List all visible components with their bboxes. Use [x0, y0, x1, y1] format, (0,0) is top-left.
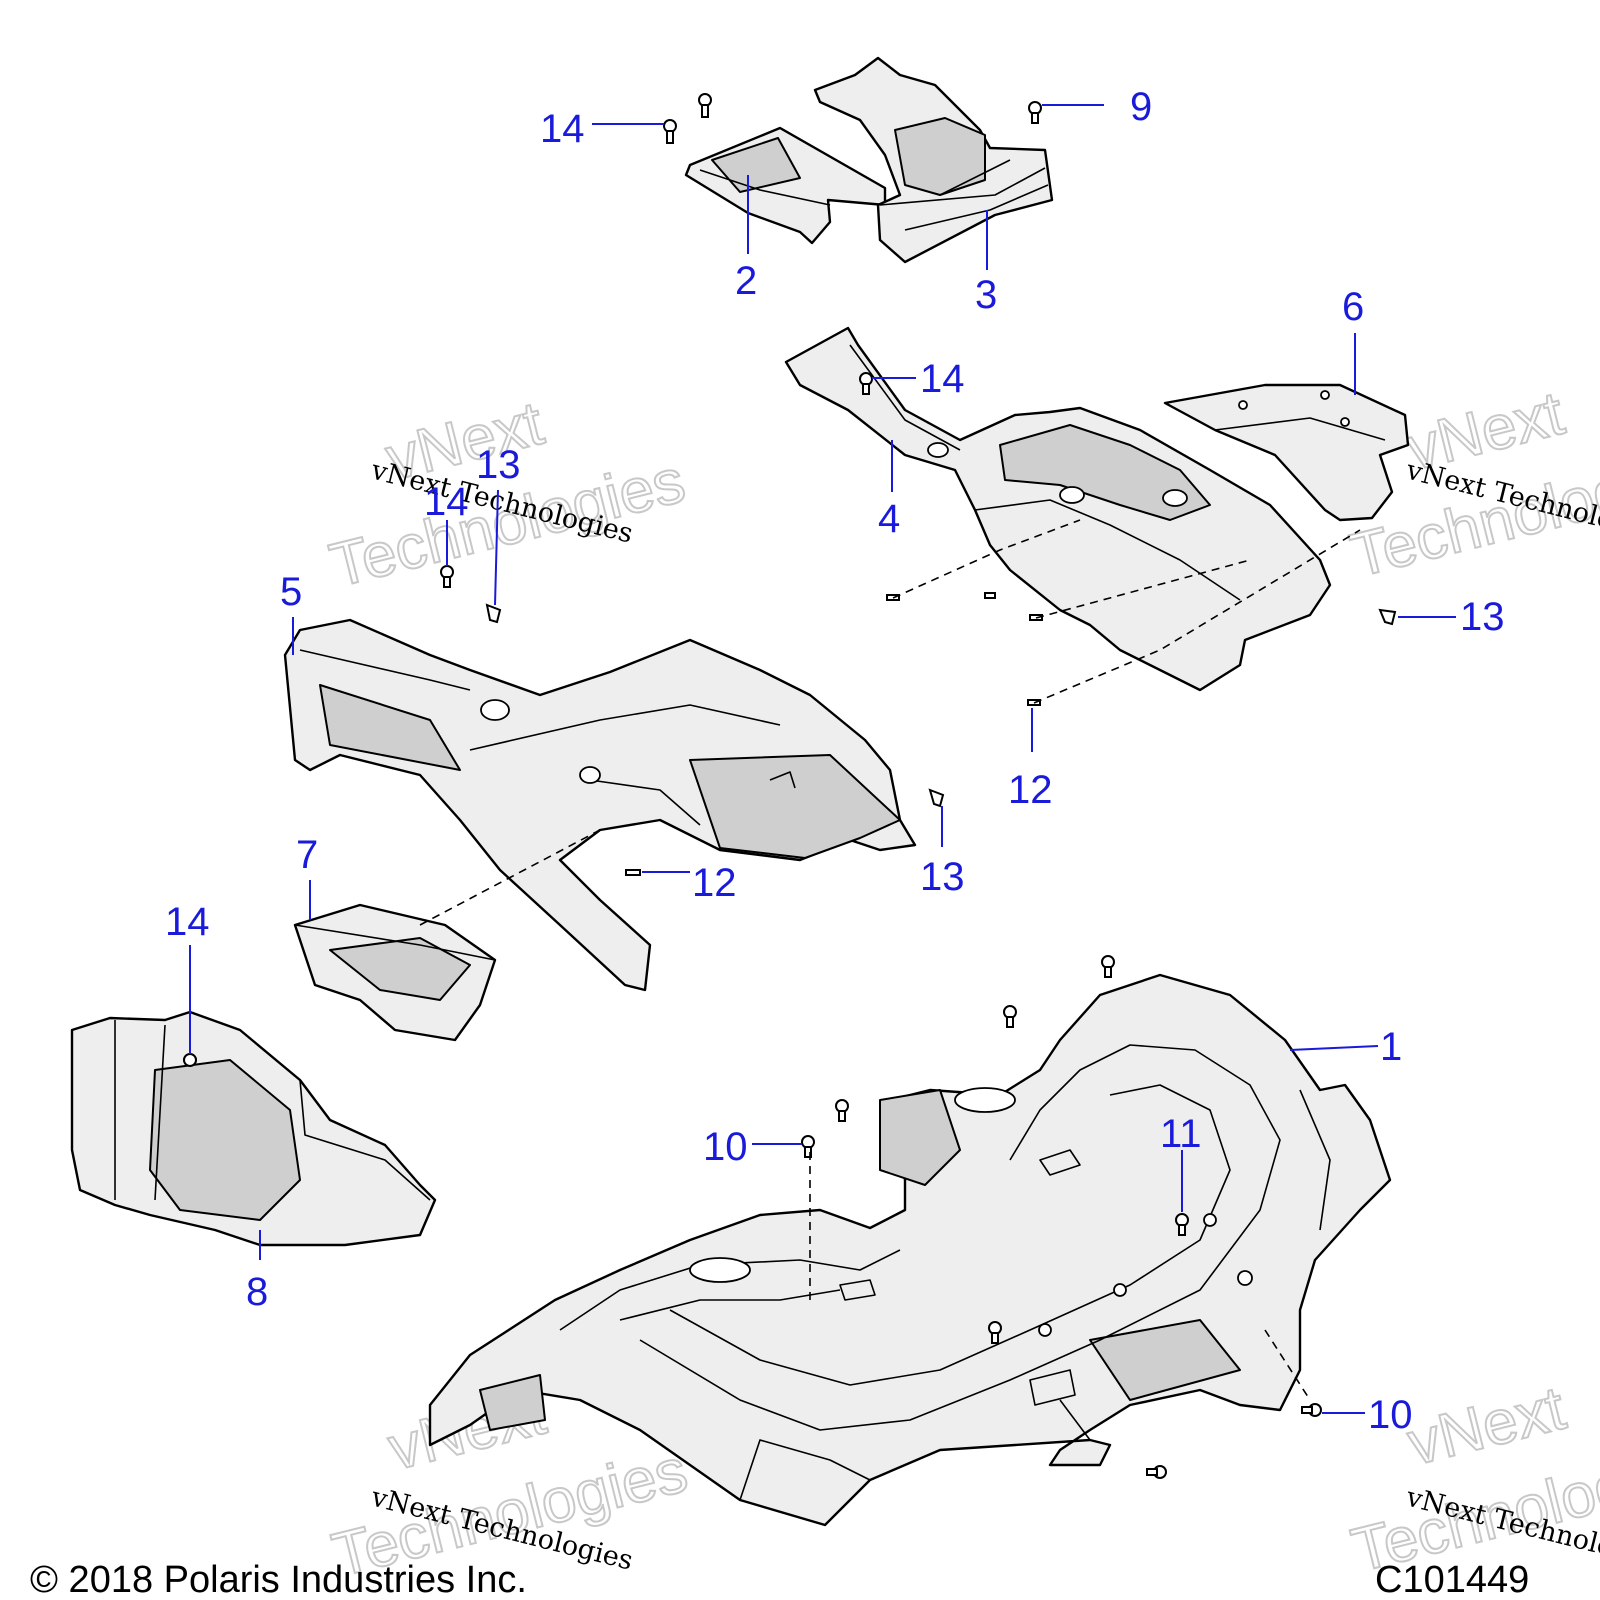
fastener	[1101, 955, 1115, 978]
fastener	[1301, 1403, 1322, 1417]
callout-labels: 1 2 3 4 5 6 7 8 9 10 10 11 12 12 13 13 1…	[165, 85, 1505, 1437]
callout-14d: 14	[165, 900, 210, 944]
callout-5: 5	[280, 570, 302, 614]
part-8-left-side-cover	[70, 1010, 437, 1247]
fastener	[984, 592, 996, 599]
callout-7: 7	[296, 833, 318, 877]
fastener	[663, 119, 677, 144]
part-3-headlight-pod	[813, 56, 1054, 264]
fastener	[1028, 101, 1042, 124]
part-1-main-body	[428, 973, 1392, 1527]
callout-12a: 12	[1008, 768, 1053, 812]
callout-3: 3	[975, 273, 997, 317]
callout-14b: 14	[920, 357, 965, 401]
callout-9: 9	[1130, 85, 1152, 129]
callout-14a: 14	[540, 107, 585, 151]
fasteners	[183, 93, 1397, 1479]
callout-13c: 13	[920, 855, 965, 899]
fastener	[1003, 1005, 1017, 1028]
callout-1: 1	[1380, 1025, 1402, 1069]
fastener	[440, 565, 454, 588]
callout-10a: 10	[703, 1125, 748, 1169]
callout-13a: 13	[476, 443, 521, 487]
part-2-cover-plate	[684, 126, 887, 245]
fastener	[485, 603, 502, 624]
fastener	[1378, 608, 1397, 626]
leader-lines	[189, 104, 1456, 1414]
callout-10b: 10	[1368, 1393, 1413, 1437]
callout-6: 6	[1342, 285, 1364, 329]
assembly-lines	[419, 519, 1361, 1401]
callout-13b: 13	[1460, 595, 1505, 639]
callout-11: 11	[1160, 1112, 1202, 1156]
fastener	[698, 93, 712, 118]
fastener	[1146, 1465, 1167, 1479]
watermark-line1: vNext	[1401, 1374, 1571, 1479]
callout-12b: 12	[692, 861, 737, 905]
callout-2: 2	[735, 259, 757, 303]
callout-8: 8	[246, 1270, 268, 1314]
part-6-side-panel	[1163, 383, 1410, 522]
callout-4: 4	[878, 497, 900, 541]
fastener	[928, 788, 945, 808]
part-4-rear-frame	[784, 326, 1332, 692]
fastener	[988, 1321, 1002, 1344]
part-7-small-cover	[293, 903, 497, 1042]
figure-id: C101449	[1375, 1559, 1529, 1600]
leader-13a	[494, 489, 499, 606]
copyright-text: © 2018 Polaris Industries Inc.	[30, 1559, 527, 1600]
callout-14c: 14	[424, 480, 469, 524]
leader-1	[1289, 1045, 1379, 1051]
fastener	[183, 1053, 197, 1067]
fastener	[801, 1135, 815, 1158]
fastener	[835, 1099, 849, 1122]
part-5-front-frame	[283, 618, 917, 992]
fastener	[625, 869, 641, 876]
fastener	[1175, 1213, 1189, 1236]
